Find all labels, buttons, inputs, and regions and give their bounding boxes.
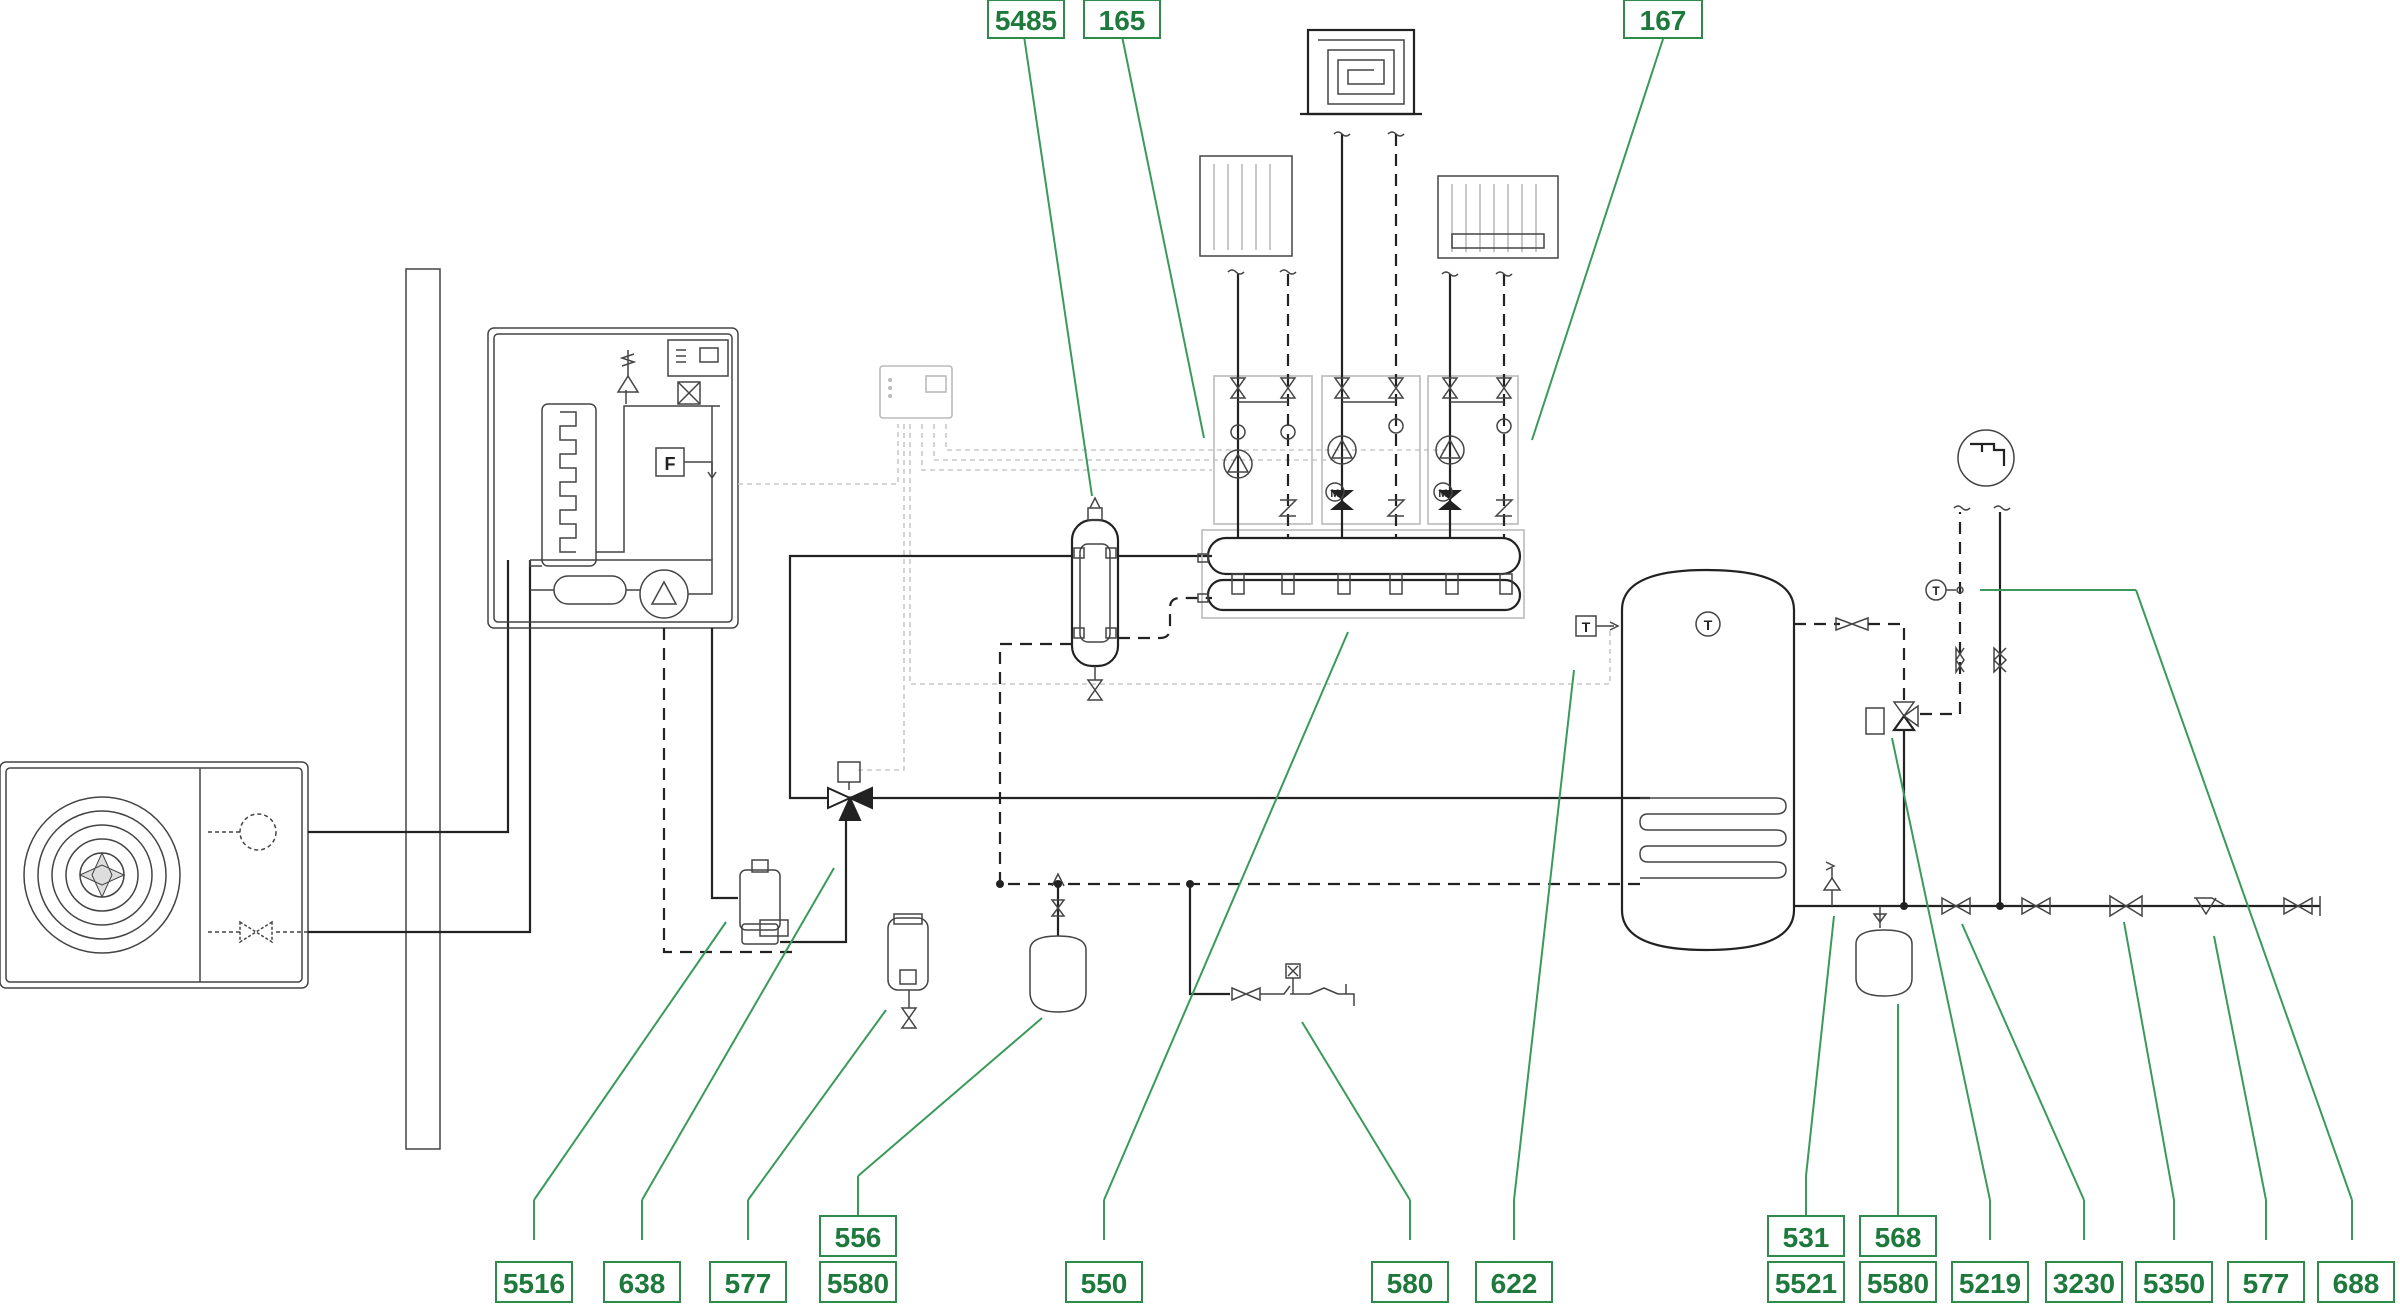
hydraulic-separator: [1070, 496, 1120, 701]
label-5219: 5219: [1951, 1261, 2029, 1303]
svg-text:580: 580: [1387, 1268, 1434, 1299]
svg-text:T: T: [1932, 584, 1940, 598]
svg-text:5219: 5219: [1959, 1268, 2021, 1299]
fan-coil-icon: [1437, 175, 1559, 277]
svg-text:5580: 5580: [827, 1268, 889, 1299]
heat-exchanger-icon: [541, 403, 597, 567]
fan-icon: [23, 796, 181, 954]
label-531: 531: [1767, 1215, 1845, 1257]
pipe-outdoor-flow: [308, 560, 510, 834]
label-622: 622: [1475, 1261, 1553, 1303]
expansion-vessel-internal-icon: [553, 575, 627, 605]
label-5580: 5580: [819, 1261, 897, 1303]
check-valve-icon: [239, 920, 273, 944]
svg-text:688: 688: [2333, 1268, 2380, 1299]
radiator-icon: [1199, 155, 1297, 275]
label-638: 638: [603, 1261, 681, 1303]
svg-text:5580: 5580: [1867, 1268, 1929, 1299]
expansion-vessel-icon: [1029, 935, 1087, 1013]
indoor-hydronic-module: F: [487, 327, 739, 629]
motor-letter: M: [1330, 488, 1339, 500]
label-5521: 5521: [1767, 1261, 1845, 1303]
air-separator-icon: [887, 913, 929, 1029]
svg-text:167: 167: [1640, 5, 1687, 36]
svg-text:568: 568: [1875, 1222, 1922, 1253]
label-568: 568: [1859, 1215, 1937, 1257]
label-167: 167: [1623, 0, 1703, 39]
svg-text:5485: 5485: [995, 5, 1057, 36]
label-5580: 5580: [1859, 1261, 1937, 1303]
svg-text:622: 622: [1491, 1268, 1538, 1299]
label-577: 577: [2227, 1261, 2305, 1303]
heating-circuit-1: [1213, 274, 1313, 538]
svg-text:5521: 5521: [1775, 1268, 1837, 1299]
label-556: 556: [819, 1215, 897, 1257]
tap-icon: [1957, 429, 2015, 487]
svg-text:3230: 3230: [2053, 1268, 2115, 1299]
filling-valve-icon: [1231, 963, 1355, 1006]
svg-text:556: 556: [835, 1222, 882, 1253]
label-577: 577: [709, 1261, 787, 1303]
svg-text:638: 638: [619, 1268, 666, 1299]
dhw-storage-tank: T: [1620, 568, 1796, 952]
svg-text:577: 577: [725, 1268, 772, 1299]
thermostatic-mixing-valve-icon: [1865, 701, 1919, 735]
safety-valve-icon: [616, 350, 640, 393]
circulation-pump-icon: [639, 569, 689, 619]
svg-text:550: 550: [1081, 1268, 1128, 1299]
pipe-primary-flow: [788, 554, 1072, 800]
svg-text:T: T: [1582, 619, 1591, 635]
heating-circuit-3: M: [1427, 274, 1519, 538]
label-5485: 5485: [987, 0, 1065, 39]
pipe-outdoor-return: [308, 560, 532, 934]
dirt-separator-icon: [739, 859, 789, 945]
label-580: 580: [1371, 1261, 1449, 1303]
air-vent-valve-icon: [677, 381, 701, 405]
leader-lines: [533, 35, 2353, 1240]
pipe-primary-return: [998, 642, 1640, 886]
floor-heating-icon: [1300, 28, 1422, 137]
building-wall: [405, 268, 441, 1150]
label-3230: 3230: [2045, 1261, 2123, 1303]
label-5516: 5516: [495, 1261, 573, 1303]
svg-text:577: 577: [2243, 1268, 2290, 1299]
svg-text:165: 165: [1099, 5, 1146, 36]
heating-circuit-2: M: [1321, 134, 1421, 538]
signal-wiring: [738, 424, 1612, 771]
svg-text:531: 531: [1783, 1222, 1830, 1253]
temperature-sensor-box: T: [1575, 615, 1620, 637]
drain-valve-icon: [1822, 861, 1842, 906]
diverting-valve-icon: [827, 761, 873, 821]
distribution-manifold: [1197, 529, 1525, 619]
label-5350: 5350: [2135, 1261, 2213, 1303]
outdoor-heat-pump-unit: [0, 761, 309, 989]
dhw-expansion-vessel-icon: [1855, 906, 1913, 997]
system-controller: [879, 365, 953, 419]
label-165: 165: [1083, 0, 1161, 39]
flow-switch-letter: F: [665, 454, 676, 474]
svg-text:5516: 5516: [503, 1268, 565, 1299]
svg-text:5350: 5350: [2143, 1268, 2205, 1299]
inline-valves: [1941, 894, 2321, 918]
tank-sensor-letter: T: [1704, 617, 1713, 633]
motor-letter: M: [1438, 488, 1447, 500]
controller-panel: [667, 339, 729, 377]
label-688: 688: [2317, 1261, 2395, 1303]
label-550: 550: [1065, 1261, 1143, 1303]
